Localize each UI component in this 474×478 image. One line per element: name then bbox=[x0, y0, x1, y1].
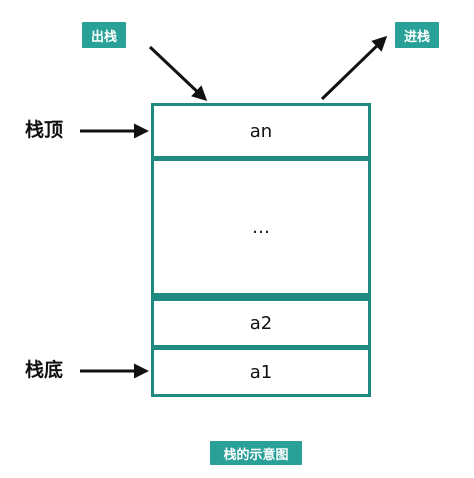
stack-cell-top: an bbox=[151, 103, 371, 159]
cell-label: … bbox=[252, 216, 270, 238]
stack-bottom-label: 栈底 bbox=[25, 359, 64, 381]
cell-label: an bbox=[249, 120, 273, 142]
push-arrow bbox=[320, 35, 388, 101]
stack-cell-a2: a2 bbox=[151, 295, 371, 348]
cell-label: a1 bbox=[249, 361, 273, 383]
push-tag: 进栈 bbox=[395, 22, 439, 48]
stack-box: an … a2 a1 bbox=[151, 103, 371, 397]
stack-top-label: 栈顶 bbox=[25, 119, 64, 141]
pop-tag: 出栈 bbox=[82, 22, 126, 48]
stack-cell-ellipsis: … bbox=[151, 158, 371, 296]
stack-cell-a1: a1 bbox=[151, 347, 371, 397]
cell-label: a2 bbox=[249, 312, 273, 334]
diagram-caption: 栈的示意图 bbox=[210, 441, 302, 465]
pop-arrow bbox=[148, 45, 208, 102]
